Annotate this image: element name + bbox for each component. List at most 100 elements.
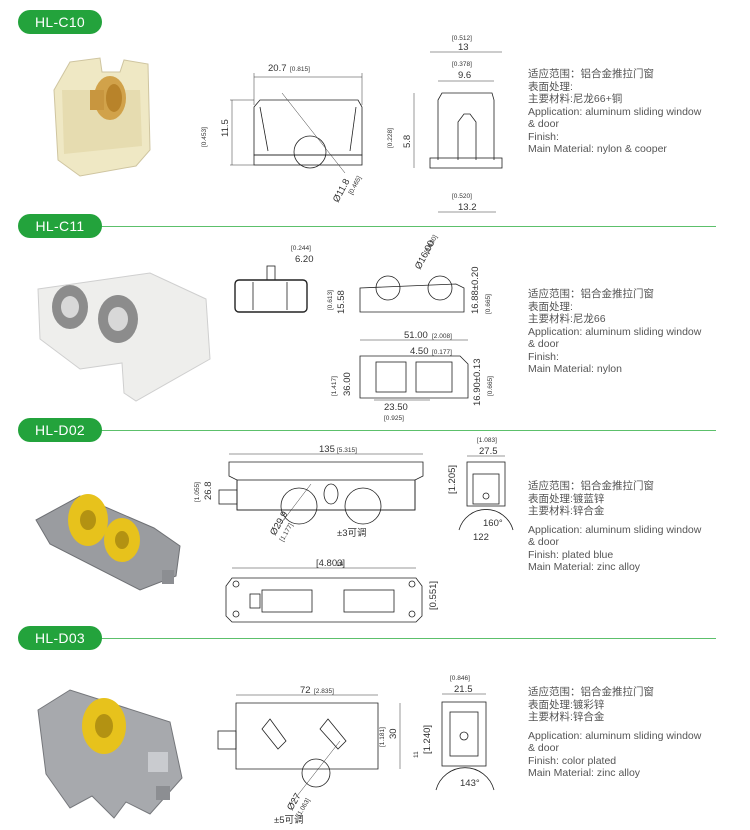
dim-body-height: 15.58 — [336, 290, 347, 314]
dim-offset-inch: [0.177] — [432, 349, 452, 356]
product-hl-d03: HL-D03 72 [2.835] 30 [1.181] Ø27 [1.063]… — [0, 624, 750, 830]
drawing-end-view: [0.846] 21.5 [1.240] 11 143° — [413, 675, 495, 791]
spec-list: 适应范围：铝合金推拉门窗 表面处理:镀蓝锌 主要材料:锌合金 Applicati… — [528, 480, 701, 574]
dim-inner-width: 9.6 — [458, 70, 471, 81]
dim-height: 26.8 — [203, 482, 214, 501]
spec-finish: Finish: plated blue — [528, 548, 614, 561]
spec-application-cont: & door — [528, 742, 559, 754]
product-photo — [37, 272, 211, 402]
dim-overall-height: 16.88±0.20 — [470, 267, 481, 314]
spec-finish: Finish: — [528, 130, 559, 143]
section-divider — [96, 430, 716, 431]
product-hl-c10: HL-C10 20.7 [0.815] 11.5 [0.453] Ø11.8 [… — [0, 0, 750, 215]
spec-finish: Finish: — [528, 350, 559, 363]
spec-application: Application: aluminum sliding window — [528, 105, 702, 118]
spec-application-cont: & door — [528, 536, 559, 548]
product-code-tag: HL-D03 — [18, 626, 102, 650]
dim-length-inch: [2.008] — [432, 333, 452, 340]
drawing-end-view: [1.083] 27.5 [1.205] 12 160° 122 — [445, 437, 514, 543]
spec-range-cn: 适应范围：铝合金推拉门窗 — [528, 68, 654, 80]
dim-stem: 143° — [460, 778, 480, 789]
spec-material-cn: 主要材料:锌合金 — [528, 505, 605, 517]
dim-stem-inch: [0.520] — [452, 193, 472, 200]
spec-material-cn: 主要材料:锌合金 — [528, 711, 605, 723]
spec-surface-cn: 表面处理:镀蓝锌 — [528, 492, 605, 505]
spec-application-cont: & door — [528, 338, 559, 350]
dim-height-inch: [1.181] — [379, 727, 386, 747]
dim-body-height-inch: [0.613] — [327, 290, 334, 310]
dim-height-inch: 11 — [413, 751, 420, 758]
dim-length: 72 — [300, 685, 311, 696]
drawing-bottom-view: [4.803] 14 [0.551] — [225, 558, 439, 623]
spec-material: Main Material: nylon — [528, 363, 622, 375]
dim-adjust: ±5可调 — [274, 815, 304, 824]
spec-material-cn: 主要材料:尼龙66 — [528, 313, 606, 325]
drawing-side-view: [0.630] Ø16.00 15.58 [0.613] 16.88±0.20 … — [327, 234, 494, 406]
spec-application: Application: aluminum sliding window — [528, 325, 702, 338]
dim-stem: 160° — [483, 518, 503, 529]
dim-span: 23.50 — [384, 402, 408, 413]
spec-application: Application: aluminum sliding window — [528, 729, 702, 742]
section-divider — [96, 226, 716, 227]
dim-width-inch: [0.846] — [450, 675, 470, 682]
dim-wheel-dia: Ø16.00 — [413, 239, 437, 272]
spec-list: 适应范围：铝合金推拉门窗 表面处理: 主要材料:尼龙66 Application… — [528, 288, 701, 376]
dim-angle: 122 — [473, 532, 489, 543]
dim-offset: 4.50 — [410, 346, 429, 357]
dim-height: [1.205] — [447, 465, 458, 494]
dim-length: 51.00 — [404, 330, 428, 341]
dim-track-height-inch: [0.665] — [487, 376, 494, 396]
spec-material: Main Material: zinc alloy — [528, 767, 641, 779]
dim-height: 30 — [388, 728, 399, 739]
dim-track-height: 16.90±0.13 — [472, 359, 483, 406]
dim-width: 21.5 — [454, 684, 473, 695]
dim-width: 36.00 — [342, 372, 353, 396]
dim-length: 135 — [319, 444, 335, 455]
spec-finish: Finish: color plated — [528, 754, 617, 767]
product-code-tag: HL-C11 — [18, 214, 102, 238]
spec-application-cont: & door — [528, 118, 559, 130]
spec-range-cn: 适应范围：铝合金推拉门窗 — [528, 686, 654, 698]
spec-surface-cn: 表面处理:镀彩锌 — [528, 698, 605, 711]
dim-total-height-inch: [0.228] — [387, 128, 394, 148]
spec-range-cn: 适应范围：铝合金推拉门窗 — [528, 288, 654, 300]
dim-stem: 13.2 — [458, 202, 477, 213]
dim-width: 13 — [458, 42, 469, 53]
dim-bottom-width: [0.551] — [428, 581, 439, 610]
dim-length-inch: [5.315] — [337, 447, 357, 454]
product-photo — [53, 57, 151, 177]
dim-bottom-length-inch: 14 — [336, 561, 344, 568]
spec-material: Main Material: nylon & cooper — [528, 143, 667, 155]
drawing-side-view: 20.7 [0.815] 11.5 [0.453] Ø11.8 [0.465] — [201, 63, 363, 204]
spec-list: 适应范围：铝合金推拉门窗 表面处理: 主要材料:尼龙66+铜 Applicati… — [528, 68, 701, 156]
spec-surface-cn: 表面处理: — [528, 80, 573, 93]
spec-application: Application: aluminum sliding window — [528, 523, 702, 536]
dim-length: 20.7 — [268, 63, 287, 74]
dim-height: [1.240] — [422, 725, 433, 754]
drawing-bottom-dim: 23.50 [0.925] — [374, 399, 430, 422]
spec-surface-cn: 表面处理: — [528, 300, 573, 313]
dim-length-inch: [2.835] — [314, 688, 334, 695]
drawing-side-view: 72 [2.835] 30 [1.181] Ø27 [1.063] ±5可调 — [217, 685, 401, 824]
dim-width-inch: [1.083] — [477, 437, 497, 444]
drawing-side-view: 135 [5.315] 26.8 [1.055] Ø29.9 [1.177] ±… — [194, 444, 424, 543]
dim-height-inch: [0.453] — [201, 127, 208, 147]
spec-material: Main Material: zinc alloy — [528, 561, 641, 573]
dim-pin: 6.20 — [295, 254, 314, 265]
dim-span-inch: [0.925] — [384, 415, 404, 422]
product-hl-d02: HL-D02 135 [5.315] 26.8 [1.055] Ø29.9 [1… — [0, 416, 750, 626]
product-code-tag: HL-D02 — [18, 418, 102, 442]
dim-width-inch: [0.512] — [452, 35, 472, 42]
dim-adjust: ±3可调 — [337, 528, 367, 539]
dim-pin-inch: [0.244] — [291, 245, 311, 252]
product-photo — [37, 689, 183, 819]
product-photo — [35, 494, 181, 591]
dim-inner-width-inch: [0.378] — [452, 61, 472, 68]
dim-width: 27.5 — [479, 446, 498, 457]
dim-height: 11.5 — [220, 119, 231, 137]
product-hl-c11: HL-C11 [0.244] 6.20 [0.630] Ø16.00 15.58… — [0, 212, 750, 422]
product-code-tag: HL-C10 — [18, 10, 102, 34]
drawing-top-view: [0.244] 6.20 — [234, 245, 314, 313]
spec-list: 适应范围：铝合金推拉门窗 表面处理:镀彩锌 主要材料:锌合金 Applicati… — [528, 686, 701, 780]
dim-length-inch: [0.815] — [290, 66, 310, 73]
